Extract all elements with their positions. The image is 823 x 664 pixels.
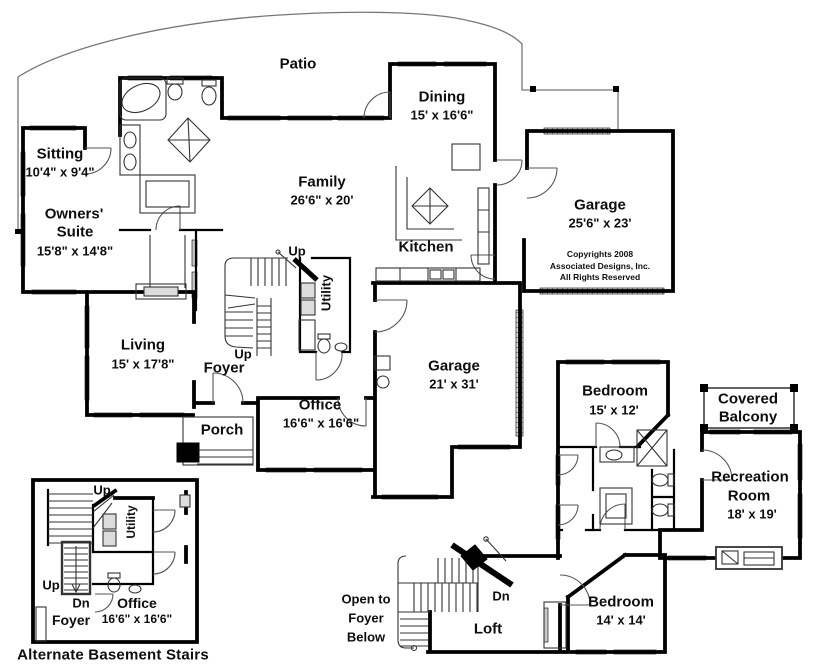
bedroom-lower-dim: 14' x 14': [596, 612, 646, 628]
inset-dn-label: Dn: [72, 595, 90, 611]
kitchen-label: Kitchen: [398, 238, 454, 256]
open-to-label-2: Foyer: [348, 610, 384, 626]
office-label: Office: [298, 396, 342, 414]
recreation-label-2: Room: [727, 487, 771, 505]
utility-label: Utility: [318, 274, 334, 312]
bedroom-upper-dim: 15' x 12': [589, 402, 639, 418]
copyright-line-1: Copyrights 2008: [566, 248, 634, 259]
patio-label: Patio: [279, 55, 317, 73]
up-label-stairs: Up: [288, 243, 306, 259]
balcony-label-2: Balcony: [718, 408, 778, 426]
door-arcs: [84, 91, 733, 613]
inset-caption: Alternate Basement Stairs: [17, 646, 209, 664]
foyer-label: Foyer: [203, 359, 245, 377]
open-to-label-1: Open to: [341, 591, 391, 607]
inset-office-label: Office: [117, 595, 157, 611]
porch-label: Porch: [200, 421, 244, 439]
dining-dim: 15' x 16'6": [410, 107, 474, 123]
bedroom-lower-label: Bedroom: [588, 593, 654, 611]
garage-upper-dim: 25'6" x 23': [568, 215, 632, 231]
property-posts: [15, 86, 619, 234]
inset-foyer-label: Foyer: [51, 612, 91, 628]
exterior-walls: [21, 62, 802, 654]
inset-office-dim: 16'6" x 16'6": [101, 612, 173, 626]
living-label: Living: [120, 336, 166, 354]
copyright-line-2: Associated Designs, Inc.: [549, 260, 651, 271]
up-label-foyer: Up: [234, 346, 252, 362]
inset-utility-label: Utility: [124, 505, 138, 539]
recreation-dim: 18' x 19': [727, 506, 777, 522]
sitting-dim: 10'4" x 9'4": [25, 164, 95, 180]
garage-lower-dim: 21' x 31': [429, 376, 479, 392]
dn-label-loft: Dn: [492, 588, 510, 604]
living-dim: 15' x 17'8": [111, 356, 175, 372]
office-dim: 16'6" x 16'6": [282, 415, 360, 431]
loft-label: Loft: [473, 620, 503, 638]
fixtures: [35, 77, 783, 652]
sitting-label: Sitting: [36, 145, 84, 163]
garage-lower-label: Garage: [428, 357, 480, 375]
family-dim: 26'6" x 20': [290, 192, 354, 208]
property-line: [17, 11, 619, 232]
inset-up-label-left: Up: [42, 577, 60, 593]
family-label: Family: [298, 173, 346, 191]
balcony-frame: [700, 384, 798, 432]
interior-walls: [46, 228, 676, 586]
garage-upper-label: Garage: [574, 196, 626, 214]
porch-post: [176, 442, 200, 463]
diagonal-walls: [176, 257, 514, 588]
copyright-line-3: All Rights Reserved: [559, 271, 641, 282]
bedroom-upper-label: Bedroom: [582, 382, 648, 400]
recreation-label-1: Recreation: [711, 468, 789, 486]
balcony-label-1: Covered: [717, 390, 779, 408]
owners-suite-dim: 15'8" x 14'8": [36, 243, 114, 259]
open-to-label-3: Below: [346, 629, 386, 645]
owners-suite-label-1: Owners': [44, 205, 104, 223]
inset-up-label-top: Up: [93, 482, 111, 498]
owners-suite-label-2: Suite: [56, 223, 94, 241]
dining-label: Dining: [418, 88, 466, 106]
